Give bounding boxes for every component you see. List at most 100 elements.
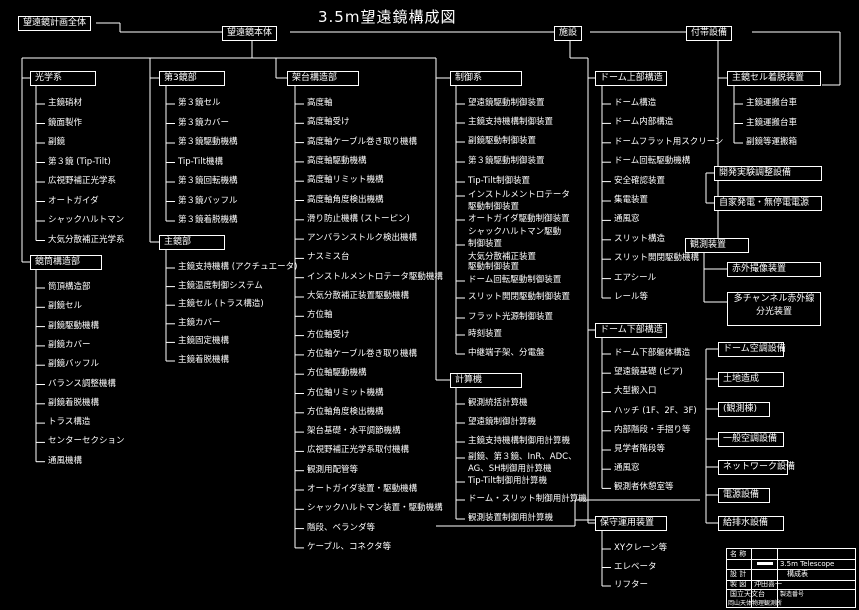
third-item: 第３鏡セル [178, 98, 221, 108]
instruments-box: 観測装置 [685, 238, 749, 253]
third-item: 第３鏡駆動機構 [178, 137, 238, 147]
tube-box: 鏡筒構造部 [30, 255, 102, 270]
primary-item: 主鏡着脱機構 [178, 355, 230, 365]
domeTop-item: スリット構造 [614, 233, 666, 244]
optics-item: オートガイダ [48, 195, 99, 206]
mount-item: 階段、ベランダ等 [307, 522, 376, 533]
dome-top-box: ドーム上部構造 [595, 71, 667, 86]
mount-item: 高度軸受け [307, 117, 350, 128]
mirror-aux-box: 主鏡セル着脱装置 [727, 71, 821, 86]
control-item: 大気分散補正装置 [468, 252, 537, 262]
domeTop-item: ドーム内部構造 [614, 117, 674, 128]
control-item: 駆動制御装置 [468, 262, 520, 272]
mount-box: 架台構造部 [287, 71, 359, 86]
domeTop-item: 通風窓 [614, 214, 640, 225]
control-item: 主鏡支持機構制御装置 [468, 117, 554, 127]
control-item: フラット光源制御装置 [468, 312, 554, 322]
control-item: 中継端子架、分電盤 [468, 348, 545, 358]
computer-box: 計算機 [450, 373, 522, 388]
ir-spectrograph-box: 多チャンネル赤外線 分光装置 [727, 292, 821, 326]
computer-item: ドーム・スリット制御用計算機 [468, 494, 587, 504]
control-item: インストルメントロテータ [468, 190, 570, 200]
mount-item: 大気分散補正装置駆動機構 [307, 291, 410, 301]
tb-drafter: 沖田喜一 [754, 580, 782, 588]
mount-item: 広視野補正光学系取付機構 [307, 445, 410, 456]
dome-bottom-box: ドーム下部構造 [595, 323, 667, 338]
optics-item: 主鏡硝材 [48, 98, 83, 108]
facility-box-6: 給排水設備 [718, 516, 784, 531]
tube-item: トラス構造 [48, 417, 91, 428]
domeBottom-item: ハッチ (1F、2F、3F) [614, 405, 697, 416]
control-item: スリット開閉駆動制御装置 [468, 292, 571, 302]
domeBottom-item: 大型搬入口 [614, 386, 657, 397]
control-item: 駆動制御装置 [468, 202, 520, 212]
domeTop-item: ドーム回転駆動機構 [614, 156, 691, 167]
maint-item: XYクレーン等 [614, 543, 668, 553]
third-item: 第３鏡回転機構 [178, 176, 238, 186]
optics-item: シャックハルトマン [48, 215, 125, 225]
primary-item: 主鏡温度制御システム [178, 280, 263, 291]
tb-project: 3.5m Telescope [780, 560, 835, 568]
tube-item: センターセクション [48, 436, 125, 447]
control-item: ドーム回転駆動制御装置 [468, 275, 562, 285]
mount-item: オートガイダ装置・駆動機構 [307, 484, 418, 494]
mount-item: 高度軸駆動機構 [307, 155, 367, 166]
maint-item: リフター [614, 580, 649, 590]
tb-subject: 構成表 [787, 570, 808, 578]
power-gen-box: 自家発電・無停電電源 [714, 196, 822, 211]
tube-item: バランス調整機構 [48, 378, 116, 389]
primary-item: 主鏡支持機構 (アクチュエータ) [178, 262, 298, 272]
domeTop-item: ドーム構造 [614, 98, 657, 108]
maintenance-box: 保守運用装置 [595, 516, 667, 531]
mount-item: 方位軸角度検出機構 [307, 406, 384, 417]
mount-item: 高度軸角度検出機構 [307, 194, 384, 205]
optics-box: 光学系 [30, 71, 96, 86]
mirrorAux-item: 主鏡運搬台車 [746, 98, 798, 108]
third-mirror-box: 第3鏡部 [159, 71, 225, 86]
mount-item: 高度軸ケーブル巻き取り機構 [307, 136, 417, 147]
tube-item: 副鏡駆動機構 [48, 320, 100, 331]
tb-design: 設 計 [730, 570, 747, 578]
primary-item: 主鏡カバー [178, 317, 221, 328]
maint-item: エレベータ [614, 561, 657, 572]
computer-item: Tip-Tilt制御用計算機 [468, 476, 547, 486]
mount-item: インストルメントロテータ駆動機構 [307, 271, 443, 282]
computer-item: AG、SH制御用計算機 [468, 464, 552, 474]
domeBottom-item: 望遠鏡基礎 (ピア) [614, 367, 683, 378]
control-item: 時刻装置 [468, 329, 503, 339]
mount-item: ケーブル、コネクタ等 [307, 541, 392, 552]
mount-item: ナスミス台 [307, 252, 350, 263]
mount-item: 方位軸ケーブル巻き取り機構 [307, 348, 417, 359]
mount-item: 方位軸駆動機構 [307, 368, 367, 379]
third-item: 第３鏡バッフル [178, 195, 238, 206]
domeTop-item: 集電装置 [614, 195, 649, 205]
facility-box-3: 一般空調設備 [718, 432, 784, 447]
mount-item: 方位軸 [307, 310, 333, 321]
tube-item: 副鏡着脱機構 [48, 397, 100, 408]
dev-lab-box: 開発実験調整設備 [714, 166, 822, 181]
facility-box-5: 電源設備 [718, 488, 770, 503]
ir-spectrograph-line2: 分光装置 [755, 307, 792, 317]
domeTop-item: 安全確認装置 [614, 175, 666, 186]
domeBottom-item: 通風窓 [614, 463, 640, 474]
computer-item: 観測装置制御用計算機 [468, 513, 554, 523]
root-box: 望遠鏡計画全体 [18, 16, 92, 31]
primary-mirror-box: 主鏡部 [159, 235, 225, 250]
facility-box: 施設 [554, 26, 583, 41]
domeTop-item: ドームフラット用スクリーン [614, 136, 724, 147]
mount-item: 観測用配管等 [307, 464, 359, 475]
mirrorAux-item: 主鏡運搬台車 [746, 117, 798, 128]
facility-box-4: ネットワーク設備 [718, 460, 795, 475]
facility-box-0: ドーム空調設備 [718, 342, 786, 357]
computer-item: 観測統括計算機 [468, 398, 528, 408]
mount-item: 高度軸リミット機構 [307, 175, 384, 186]
optics-item: 鏡面製作 [48, 117, 83, 128]
mount-item: 高度軸 [307, 98, 333, 108]
optics-item: 副鏡 [48, 137, 66, 147]
mount-item: アンバランストルク検出機構 [307, 233, 417, 244]
domeBottom-item: 観測者休憩室等 [614, 482, 674, 493]
mount-item: 架台基礎・水平調節機構 [307, 426, 401, 437]
domeTop-item: スリット開閉駆動機構 [614, 253, 700, 264]
